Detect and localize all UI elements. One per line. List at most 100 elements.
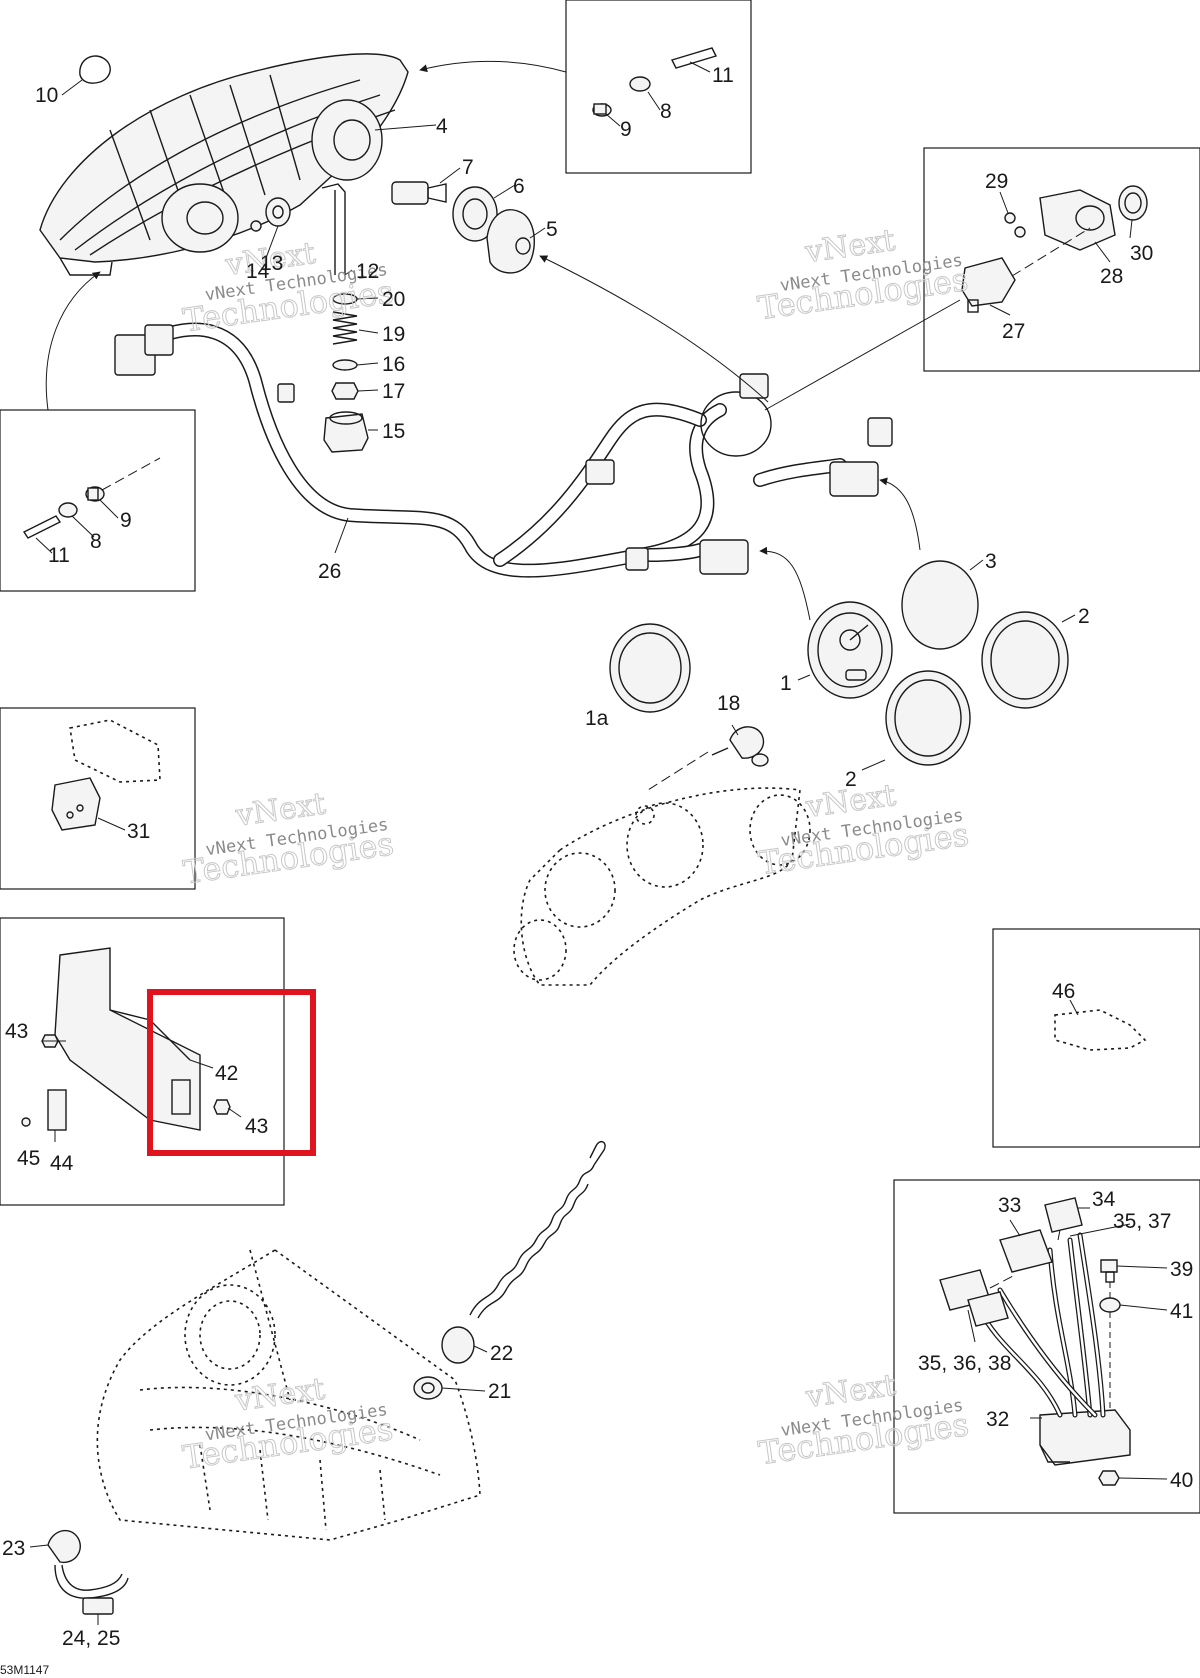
callout-labels: 10 11 8 9 4 7 6 5 13 14 12 20 19 16 17 1…	[2, 64, 1193, 1650]
console-outline	[96, 1249, 481, 1541]
arrow-lens-to-connector	[879, 477, 921, 551]
callout-21: 21	[488, 1380, 511, 1403]
part-nut-17	[331, 382, 359, 400]
callout-14: 14	[246, 260, 270, 283]
callout-8-top: 8	[660, 100, 672, 123]
callout-1a: 1a	[585, 707, 609, 730]
part-connector-34	[1044, 1197, 1083, 1233]
callout-42: 42	[215, 1062, 238, 1085]
callout-9-top: 9	[620, 118, 632, 141]
part-ring-6	[452, 186, 498, 242]
callout-27: 27	[1002, 320, 1025, 343]
dashboard-panel	[513, 787, 811, 986]
part-screw-11-left	[22, 515, 62, 539]
callout-32: 32	[986, 1408, 1009, 1431]
callout-11-top: 11	[712, 64, 734, 87]
axis-line-bulb	[1011, 227, 1091, 277]
part-clip-44	[47, 1089, 67, 1131]
part-adjuster-12	[321, 183, 346, 275]
detail-box-switch-46	[992, 928, 1200, 1148]
callout-17: 17	[382, 380, 405, 403]
part-connector-31	[51, 777, 101, 831]
callout-4: 4	[436, 115, 448, 138]
detail-box-bulb-socket	[923, 147, 1200, 372]
diagram-code: 53M1147	[0, 1663, 49, 1677]
part-bezel-2-right	[981, 611, 1069, 709]
part-switch-46	[1054, 1009, 1147, 1051]
wiring-harness-26	[114, 322, 893, 578]
part-grommet-9-top	[592, 103, 612, 117]
callout-6: 6	[513, 175, 525, 198]
callout-26: 26	[318, 560, 341, 583]
watermark-2: vNext Technologies vNext Technologies	[755, 222, 971, 327]
part-ignition-18	[711, 726, 769, 767]
axis-line-fastener-left	[101, 457, 161, 491]
part-nut-43-right	[213, 1099, 231, 1115]
callout-15: 15	[382, 420, 405, 443]
callout-33: 33	[998, 1194, 1021, 1217]
part-bolt-39	[1100, 1259, 1118, 1283]
callout-46: 46	[1052, 980, 1075, 1003]
callout-2-lower: 2	[845, 768, 857, 791]
part-nut-40	[1098, 1470, 1120, 1486]
part-lens-3	[901, 560, 979, 650]
callout-2-right: 2	[1078, 605, 1090, 628]
callout-13: 13	[260, 252, 283, 275]
regulator-wires	[977, 1232, 1106, 1418]
callout-45: 45	[17, 1147, 40, 1170]
watermark-4: vNext Technologies vNext Technologies	[756, 777, 972, 882]
callout-30: 30	[1130, 242, 1153, 265]
arrow-detail-left	[45, 271, 101, 411]
arrow-harness-to-cap	[539, 255, 769, 403]
part-grommet-13	[265, 197, 291, 227]
part-ring-30	[1118, 185, 1148, 221]
callout-39: 39	[1170, 1258, 1193, 1281]
callout-7: 7	[462, 156, 474, 179]
part-washer-8-left	[58, 502, 78, 518]
part-bulb-7	[391, 181, 447, 205]
callout-11-left: 11	[48, 544, 70, 567]
arrow-gauge-to-connector	[759, 546, 811, 621]
part-bracket-31	[69, 719, 161, 783]
callout-5: 5	[546, 218, 558, 241]
part-regulator-32	[1039, 1409, 1131, 1466]
part-lanyard-22	[441, 1140, 606, 1364]
callout-35-37: 35, 37	[1113, 1210, 1171, 1233]
callout-9-left: 9	[120, 509, 132, 532]
watermark-1: vNext Technologies vNext Technologies	[180, 235, 396, 340]
leader-lines	[29, 61, 1168, 1625]
watermark-5: vNext Technologies vNext Technologies	[180, 1371, 396, 1477]
callout-20: 20	[382, 288, 405, 311]
part-washer-8-top	[629, 76, 651, 92]
callout-12: 12	[356, 260, 379, 283]
callout-18: 18	[717, 692, 740, 715]
arrow-harness-to-socket	[764, 299, 961, 411]
callout-31: 31	[127, 820, 150, 843]
part-washer-16	[332, 359, 358, 371]
detail-box-fasteners-left	[0, 409, 196, 592]
detail-box-regulator	[893, 1179, 1200, 1514]
axis-line-regulator-a	[989, 1274, 1016, 1289]
part-gauge-1	[807, 601, 893, 699]
part-screws-29	[1004, 212, 1026, 238]
callout-43-left: 43	[5, 1020, 28, 1043]
part-socket-27	[961, 257, 1016, 313]
part-ring-1a	[609, 623, 691, 713]
arrow-detail-top	[419, 60, 567, 73]
callout-35-36-38: 35, 36, 38	[918, 1352, 1011, 1375]
watermark-6: vNext Technologies vNext Technologies	[756, 1367, 972, 1472]
watermark-3: vNext Technologies vNext Technologies	[180, 786, 396, 892]
callout-19: 19	[382, 323, 405, 346]
part-screw-45	[21, 1117, 31, 1127]
callout-40: 40	[1170, 1469, 1193, 1492]
part-switch-23	[47, 1529, 129, 1599]
part-cap-5	[486, 209, 536, 274]
part-nut-14	[250, 220, 262, 232]
part-bezel-2-lower	[885, 670, 971, 766]
part-spring-19	[332, 311, 358, 345]
detail-box-fasteners-top	[565, 0, 752, 174]
highlight-box-part-42	[147, 989, 316, 1156]
part-clip-10	[79, 55, 111, 84]
callout-29: 29	[985, 170, 1008, 193]
callout-22: 22	[490, 1342, 513, 1365]
